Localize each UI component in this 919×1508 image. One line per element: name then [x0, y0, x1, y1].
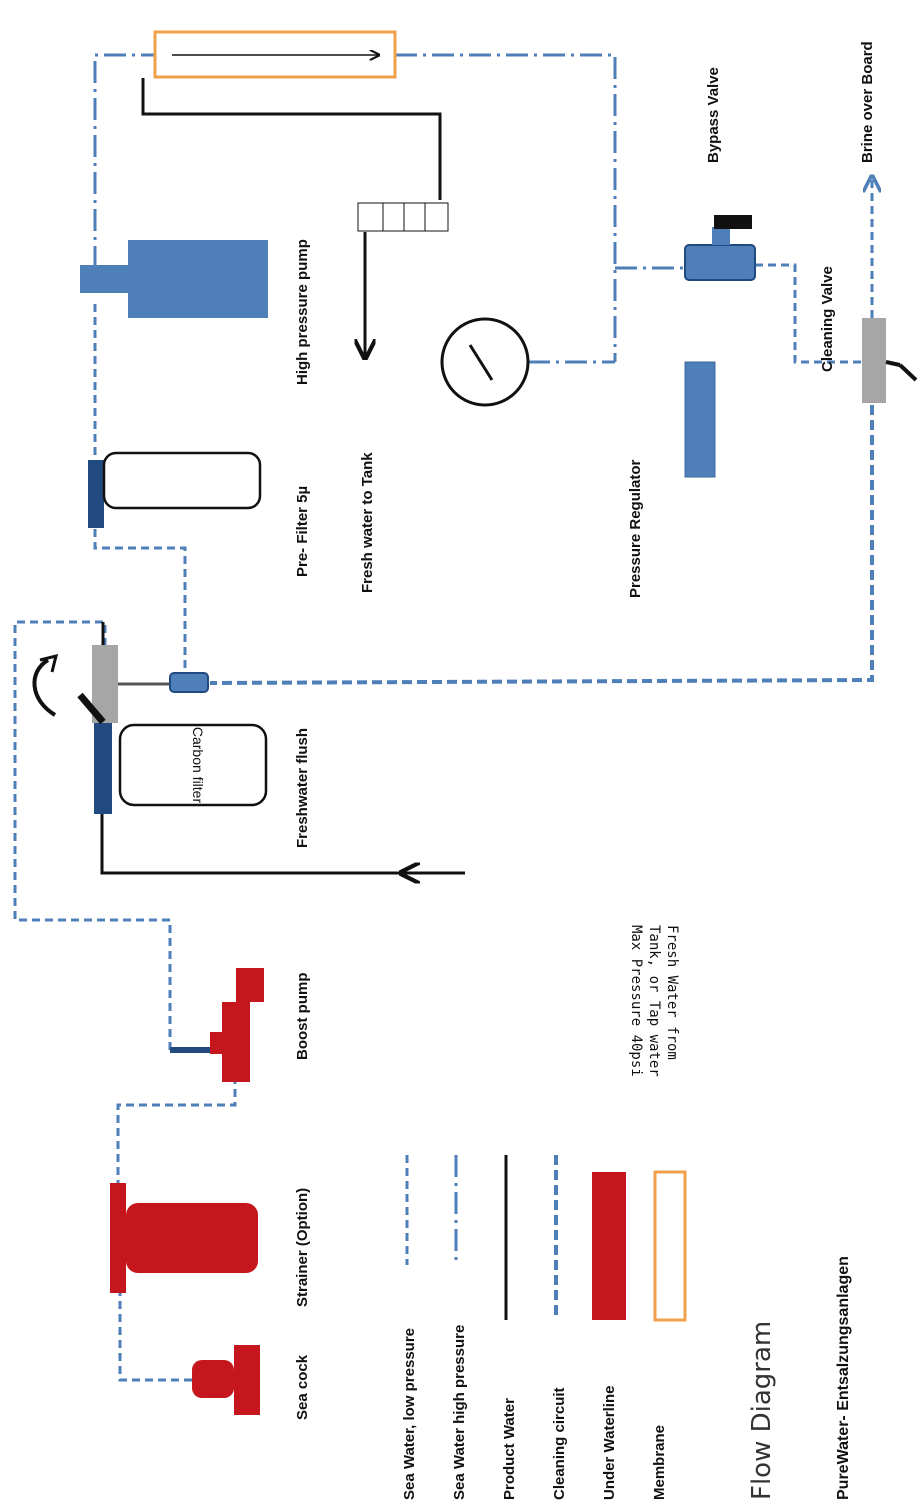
- legend-cleaning-circuit-label: Cleaning circuit: [551, 1387, 568, 1500]
- cleaning-valve: [862, 318, 918, 403]
- boost-pump: [170, 968, 264, 1082]
- fresh-input-line3: Max Pressure 40psi: [628, 925, 644, 1077]
- rotate-handle-icon: [32, 658, 57, 717]
- pressure-regulator: [684, 361, 716, 478]
- pipe-product-membrane: [141, 78, 442, 200]
- legend-product-water-label: Product Water: [501, 1398, 518, 1500]
- pressure-regulator-label: Pressure Regulator: [627, 459, 644, 598]
- fresh-input-note: Fresh Water from Tank, or Tap water Max …: [628, 925, 680, 1077]
- strainer-label: Strainer (Option): [294, 1188, 311, 1307]
- sea-cock-label: Sea cock: [294, 1354, 311, 1420]
- pipe-low-pressure-to-prefilter: [93, 300, 187, 668]
- brand-name: PureWater- Entsalzungsanlagen: [835, 1256, 852, 1500]
- legend-under-waterline-label: Under Waterline: [601, 1386, 618, 1500]
- fresh-to-tank-label: Fresh water to Tank: [359, 452, 376, 593]
- pipe-bypass-to-cleaning: [755, 263, 862, 364]
- pipe-high-pressure: [93, 53, 617, 362]
- pre-filter: [88, 451, 262, 528]
- boost-pump-label: Boost pump: [294, 973, 311, 1061]
- high-pressure-pump-label: High pressure pump: [294, 239, 311, 385]
- carbon-filter-label: Carbon filter: [190, 727, 206, 804]
- pipe-cleaning-circuit: [209, 405, 874, 685]
- pre-filter-label: Pre- Filter 5µ: [294, 486, 311, 577]
- high-pressure-pump: [80, 240, 268, 318]
- fresh-input-line1: Fresh Water from: [664, 925, 680, 1060]
- pipe-fresh-input: [100, 812, 465, 873]
- strainer: [110, 1183, 258, 1293]
- legend: Sea Water, low pressure Sea Water high p…: [401, 1155, 687, 1500]
- carbon-filter: Carbon filter: [94, 722, 268, 814]
- freshwater-flush-label: Freshwater flush: [294, 728, 311, 848]
- pipe-low-pressure-intake: [13, 620, 237, 1382]
- legend-low-pressure-label: Sea Water, low pressure: [401, 1328, 418, 1500]
- legend-under-waterline-swatch: [592, 1172, 626, 1320]
- cleaning-valve-label: Cleaning Valve: [819, 266, 836, 372]
- legend-membrane-swatch: [653, 1170, 687, 1322]
- membrane: [153, 30, 397, 79]
- legend-high-pressure-label: Sea Water high pressure: [451, 1325, 468, 1500]
- pressure-gauge: [440, 317, 530, 407]
- bypass-valve: [684, 215, 756, 281]
- sea-cock: [192, 1345, 260, 1415]
- bypass-valve-label: Bypass Valve: [705, 67, 722, 163]
- flow-meter: [357, 202, 449, 232]
- brine-overboard-label: Brine over Board: [859, 41, 876, 163]
- legend-membrane-label: Membrane: [651, 1425, 668, 1500]
- fresh-input-line2: Tank, or Tap water: [646, 925, 662, 1077]
- freshwater-flush-valve: [32, 645, 209, 725]
- diagram-title: Flow Diagram: [747, 1321, 777, 1500]
